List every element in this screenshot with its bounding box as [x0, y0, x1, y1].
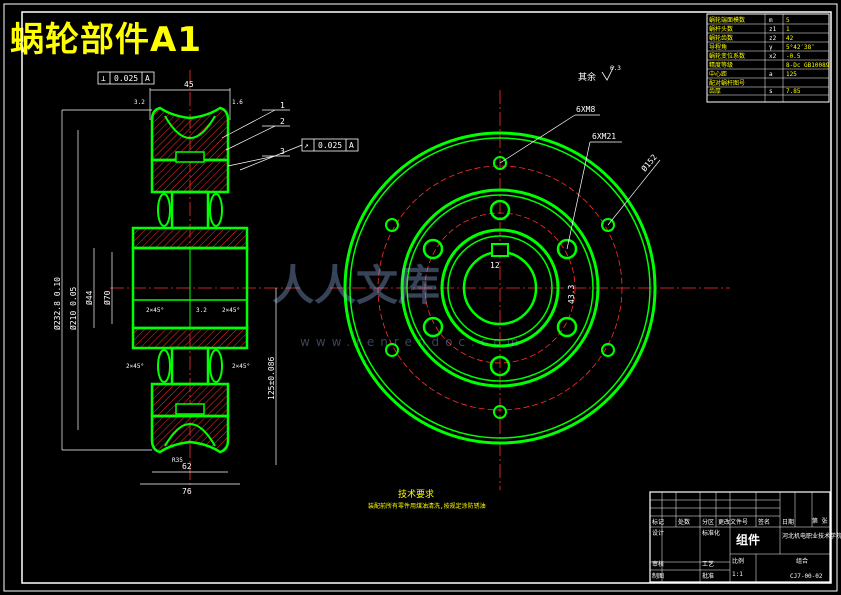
dim-bolt-circle: Ø152	[639, 152, 659, 173]
rest-roughness-label: 其余	[578, 71, 596, 83]
watermark-url: www.renrendoc.com	[300, 335, 524, 349]
dim-hub: Ø70	[102, 290, 112, 305]
tb-label-mark: 标记	[652, 518, 664, 526]
dim-chamfer-2: 2×45°	[222, 307, 240, 314]
callout-2: 2	[280, 117, 285, 126]
param-symbol: m	[769, 17, 773, 24]
param-symbol: s	[769, 88, 773, 95]
drawing-title: 蜗轮部件A1	[10, 20, 202, 60]
param-value: 8-Dc GB10089	[786, 62, 830, 69]
params-table: 蜗轮端面模数 m 5 蜗杆头数 z1 1 蜗轮齿数 z2 42 导程角 γ 5°…	[706, 13, 830, 103]
param-name: 蜗杆头数	[709, 25, 733, 33]
tb-role-drafting: 制图	[652, 572, 664, 580]
bolt-note-m8: 6XM8	[576, 105, 595, 114]
tol-symbol-1: ⊥	[101, 74, 106, 83]
title-block: 标记 处数 分区 更改文件号 签名 日期 设计 标准化 审核 工艺 制图 批准 …	[649, 491, 841, 583]
param-symbol: γ	[769, 44, 773, 51]
bolt-note-m21: 6XM21	[592, 132, 616, 141]
tb-role-standard: 标准化	[702, 529, 720, 537]
dim-bore: Ø44	[84, 290, 94, 305]
param-value: 5°42′38″	[786, 44, 815, 51]
tech-req-line-1: 装配前所有零件用煤油清洗,按规定涂防锈油	[368, 502, 486, 510]
tb-role-design: 设计	[652, 529, 664, 537]
param-value: 1	[786, 26, 790, 33]
inner-border	[21, 11, 832, 584]
param-value: 7.85	[786, 88, 801, 95]
dim-outer-dia: Ø232.8 0.10	[52, 277, 62, 330]
tb-part-name: 组件	[736, 532, 760, 547]
callout-1: 1	[280, 101, 285, 110]
tb-label-zone: 分区	[702, 518, 714, 526]
tb-scale-value: 1:1	[732, 571, 743, 578]
tb-label-sign: 签名	[758, 518, 770, 526]
param-symbol: a	[769, 71, 773, 78]
dim-center-distance: 125±0.086	[267, 356, 276, 400]
dim-keyway-depth: 43.3	[567, 285, 576, 304]
param-name: 蜗轮变位系数	[709, 52, 745, 60]
param-name: 配对蜗杆图号	[709, 79, 745, 87]
tb-label-doc: 更改文件号	[718, 518, 748, 526]
tb-label-date: 日期	[782, 518, 794, 526]
tol-symbol-2: ↗	[304, 141, 309, 150]
tb-material: 组合	[796, 557, 808, 565]
tb-school: 河北机电职业技术学院	[782, 532, 841, 540]
outer-border	[3, 3, 838, 592]
param-symbol: z2	[769, 35, 777, 42]
tol-datum-1: A	[145, 74, 150, 83]
param-name: 蜗轮端面模数	[709, 16, 745, 24]
param-value: 5	[786, 17, 790, 24]
watermark: 人人文库 www.renrendoc.com	[272, 261, 524, 349]
roughness-2: 1.6	[232, 99, 243, 106]
dim-keyway-width: 12	[490, 261, 500, 270]
tb-role-process: 工艺	[702, 560, 714, 568]
param-value: 125	[786, 71, 797, 78]
watermark-text: 人人文库	[272, 261, 440, 310]
dim-pitch-dia: Ø210 0.05	[68, 286, 78, 330]
param-value: 42	[786, 35, 794, 42]
front-view: 6XM8 6XM21 Ø152 12 43.3 其余 6.3	[330, 65, 730, 490]
rest-roughness-value: 6.3	[610, 65, 621, 72]
roughness-1: 3.2	[134, 99, 145, 106]
tb-role-review: 审核	[652, 560, 664, 568]
param-symbol: z1	[769, 26, 777, 33]
dim-chamfer-4: 2×45°	[232, 363, 250, 370]
tolerance-frame-top: ⊥ 0.025 A	[97, 71, 155, 85]
tolerance-frame-mid: ↗ 0.025 A	[239, 138, 359, 171]
tb-drawing-no: CJ7-00-02	[790, 573, 823, 580]
tb-role-approve: 批准	[702, 572, 714, 580]
dim-bottom-width-2: 76	[182, 487, 192, 496]
tol-datum-2: A	[349, 141, 354, 150]
tol-value-1: 0.025	[114, 74, 138, 83]
dim-chamfer-1: 2×45°	[146, 307, 164, 314]
roughness-3: 3.2	[196, 307, 207, 314]
param-name: 精度等级	[709, 61, 733, 69]
tb-sheet: 第 张	[812, 517, 828, 525]
tb-scale-label: 比例	[732, 557, 744, 565]
section-view: ⊥ 0.025 A ↗ 0.025 A 1 2 3 45 Ø232.8 0.10…	[52, 70, 359, 496]
callout-3: 3	[280, 147, 285, 156]
dim-chamfer-3: 2×45°	[126, 363, 144, 370]
dim-bottom-width: 62	[182, 462, 192, 471]
param-symbol: x2	[769, 53, 777, 60]
param-name: 导程角	[709, 43, 727, 51]
param-value: -0.5	[786, 53, 801, 60]
param-name: 蜗轮齿数	[709, 34, 733, 42]
tb-label-count: 处数	[678, 518, 690, 526]
param-name: 中心距	[709, 70, 727, 78]
dim-rim-radius: R35	[172, 457, 183, 464]
dim-top-width: 45	[184, 80, 194, 89]
tol-value-2: 0.025	[318, 141, 342, 150]
tech-req-heading: 技术要求	[398, 488, 434, 500]
param-name: 齿厚	[709, 87, 721, 95]
